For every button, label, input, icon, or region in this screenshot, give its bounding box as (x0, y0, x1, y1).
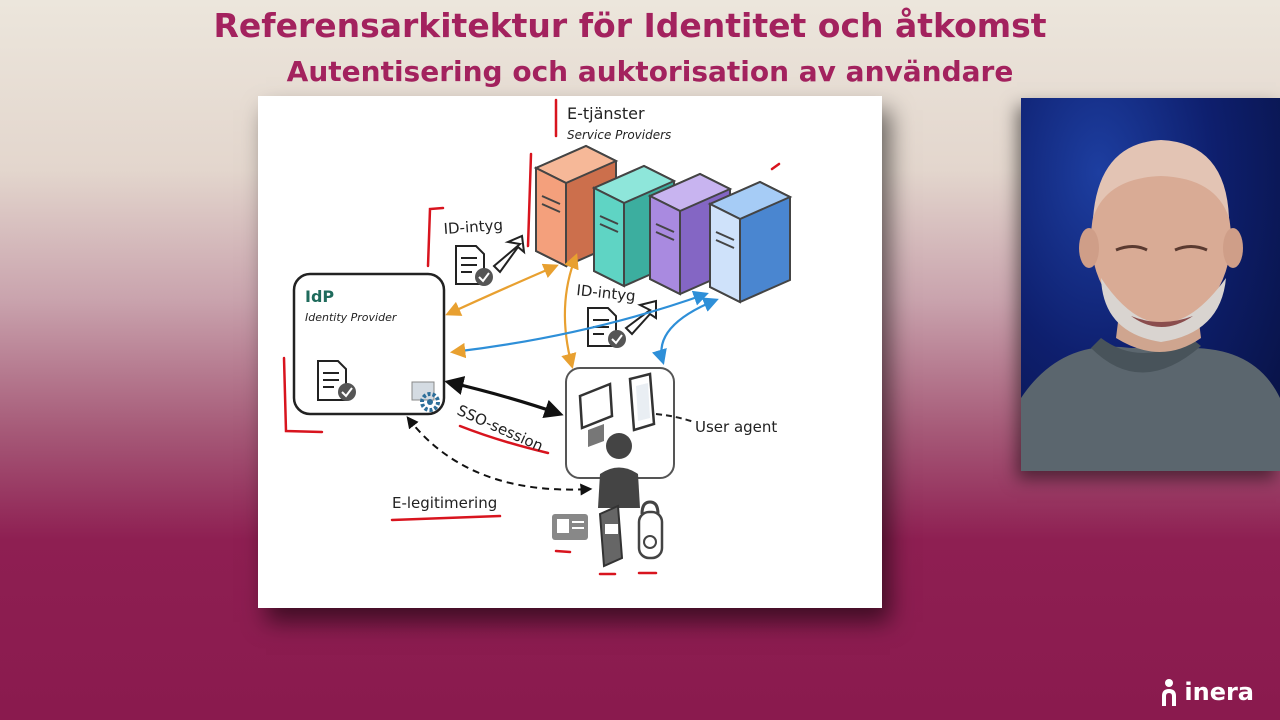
id-card-icon (552, 514, 588, 540)
security-token-icon (637, 500, 664, 560)
idp-sublabel: Identity Provider (305, 311, 398, 324)
server-icon-blue (707, 180, 793, 304)
brand-logo: inera (1160, 678, 1254, 706)
mobile-phone-icon (628, 372, 656, 432)
user-person-icon (598, 433, 640, 508)
presenter-image (1021, 140, 1280, 471)
mobile-id-icon (598, 504, 624, 568)
brand-name: inera (1184, 678, 1254, 706)
idp-label: IdP (305, 287, 334, 306)
slide-diagram: E-tjänster Service Providers (258, 96, 882, 608)
e-id-label: E-legitimering (392, 494, 497, 512)
server-rack-group (533, 144, 793, 304)
page-title: Referensarkitektur för Identitet och åtk… (213, 6, 1047, 45)
cursor-arrow-icon-top (492, 234, 526, 274)
inera-logo-icon (1162, 679, 1177, 706)
presenter-video (1021, 98, 1280, 471)
service-providers-label: E-tjänster (567, 104, 645, 123)
settings-gear-icon (411, 381, 440, 412)
document-check-icon-top (455, 245, 493, 286)
service-providers-sublabel: Service Providers (567, 128, 671, 142)
architecture-diagram: E-tjänster Service Providers (282, 98, 793, 576)
id-assertion-label-top: ID-intyg (443, 216, 503, 238)
document-check-icon-idp (317, 360, 356, 401)
flow-arrows (406, 253, 719, 496)
user-agent-label: User agent (695, 418, 777, 436)
page-subtitle: Autentisering och auktorisation av använ… (286, 55, 1014, 88)
